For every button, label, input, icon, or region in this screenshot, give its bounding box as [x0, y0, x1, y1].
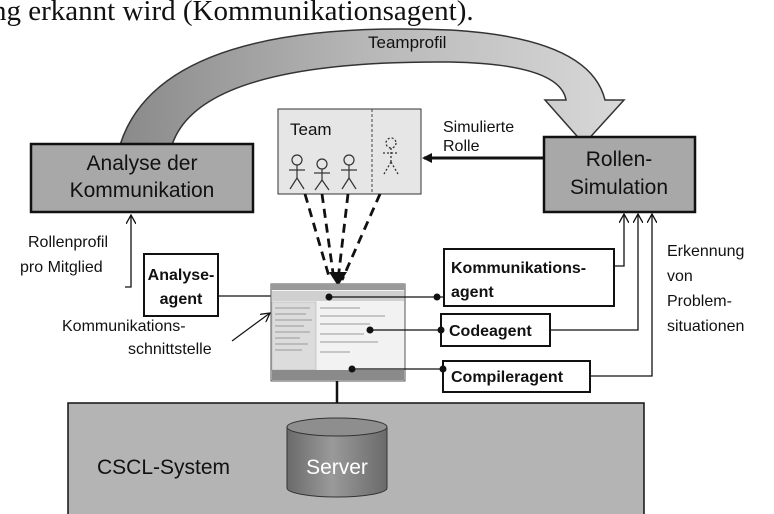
simulated-role-label-line2: Rolle [443, 138, 480, 155]
role-profile-label-line2: pro Mitglied [20, 259, 103, 276]
simulation-box-line1: Rollen- [586, 148, 653, 171]
team-profile-arc-arrow [118, 28, 626, 146]
simulated-role-figure [383, 137, 399, 175]
communication-agent-line1: Kommunikations- [451, 260, 586, 277]
top-caption: ng erkannt wird (Kommunikationsagent). [0, 0, 474, 27]
compiler-agent-feedback-arrow [590, 214, 652, 377]
role-simulation-box: Rollen- Simulation [542, 135, 697, 214]
compiler-agent-dot-left [348, 365, 356, 373]
team-to-interface-dashes [303, 193, 382, 281]
role-profile-label-line1: Rollenprofil [28, 234, 108, 251]
interface-label-arrow [231, 313, 270, 342]
team-panel: Team [277, 108, 422, 195]
communication-agent-line2: agent [451, 284, 494, 301]
server-label: Server [306, 456, 368, 479]
compiler-agent-label: Compileragent [451, 369, 564, 386]
simulation-box-line2: Simulation [570, 176, 668, 199]
interface-thumbnail [270, 283, 406, 382]
code-agent-feedback-arrow [550, 214, 638, 331]
problem-label-line3: Problem- [667, 293, 732, 310]
code-agent-label: Codeagent [449, 323, 532, 340]
interface-label-line2: schnittstelle [128, 341, 212, 358]
analysis-agent-line1: Analyse- [148, 267, 215, 284]
team-panel-label: Team [290, 120, 332, 139]
problem-label-line1: Erkennung [667, 243, 744, 260]
analysis-agent-box: Analyse- agent [143, 253, 219, 317]
team-member-figures [289, 154, 357, 191]
analysis-box-line1: Analyse der [87, 152, 198, 175]
code-agent-dot-right [437, 326, 445, 334]
code-agent-box: Codeagent [440, 313, 551, 347]
analysis-box-line2: Kommunikation [70, 179, 215, 202]
cscl-system-label: CSCL-System [97, 456, 230, 479]
compiler-agent-box: Compileragent [442, 360, 591, 393]
communication-agent-dot [433, 293, 441, 301]
simulated-role-label-line1: Simulierte [443, 119, 514, 136]
server-cylinder: Server [286, 417, 388, 498]
compiler-agent-dot-right [439, 365, 447, 373]
analysis-box: Analyse der Kommunikation [29, 142, 255, 214]
analysis-agent-line2: agent [160, 291, 203, 308]
interface-label-line1: Kommunikations- [62, 318, 186, 335]
role-profile-arrow [125, 215, 131, 288]
communication-agent-box: Kommunikations- agent [443, 248, 615, 307]
team-profile-label: Teamprofil [368, 33, 446, 52]
team-to-interface-arrowhead [329, 272, 347, 286]
communication-agent-feedback-arrow [614, 214, 624, 267]
problem-label-line2: von [667, 268, 693, 285]
problem-label-line4: situationen [667, 318, 744, 335]
code-agent-dot-left [366, 326, 374, 334]
